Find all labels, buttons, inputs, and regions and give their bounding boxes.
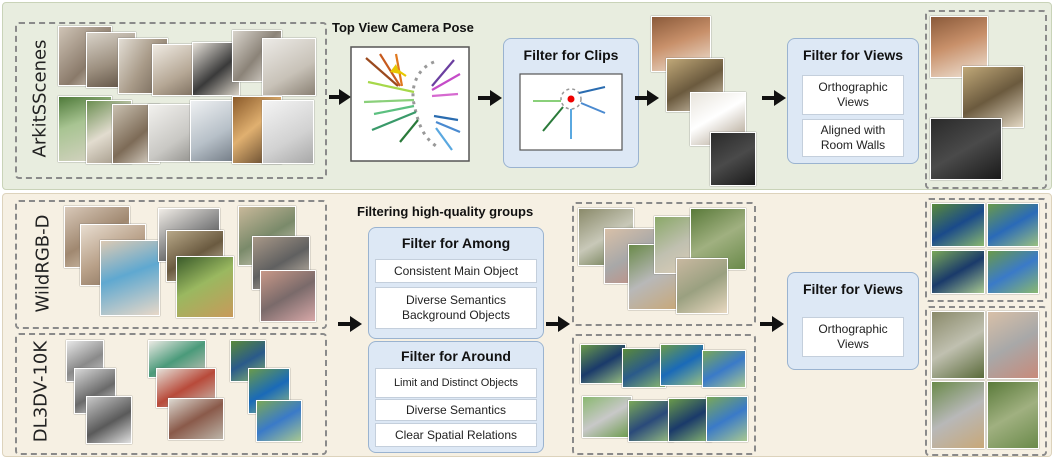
- option-diverse-semantics-background: Diverse Semantics Background Objects: [375, 287, 537, 329]
- arrow-icon: [762, 90, 786, 106]
- option-orthographic-views-bottom: Orthographic Views: [802, 317, 904, 357]
- filter-around-box: Filter for Around Limit and Distinct Obj…: [368, 341, 544, 453]
- arrow-icon: [338, 316, 362, 332]
- arrow-icon: [546, 316, 570, 332]
- option-aligned-room-walls: Aligned with Room Walls: [802, 119, 904, 157]
- option-consistent-main-object: Consistent Main Object: [375, 259, 537, 283]
- arrow-icon: [478, 90, 502, 106]
- wildrgbd-dataset-label: WildRGB-D: [32, 214, 54, 313]
- clip-filter-diagram: [519, 73, 623, 151]
- top-output-box: [925, 10, 1047, 189]
- camera-pose-diagram: [350, 46, 470, 162]
- arrow-icon: [760, 316, 784, 332]
- bottom-output-box-2: [925, 306, 1047, 456]
- option-diverse-semantics: Diverse Semantics: [375, 399, 537, 421]
- arrow-icon: [329, 89, 351, 105]
- filter-views-title-top: Filter for Views: [802, 47, 904, 63]
- filter-clips-box: Filter for Clips: [503, 38, 639, 168]
- filter-around-title: Filter for Around: [401, 348, 511, 364]
- filter-among-box: Filter for Among Consistent Main Object …: [368, 227, 544, 339]
- dl3dv-dataset-box: [15, 333, 327, 455]
- among-group-box: [572, 202, 756, 326]
- option-limit-distinct-objects: Limit and Distinct Objects: [375, 368, 537, 398]
- option-orthographic-views-top: Orthographic Views: [802, 75, 904, 115]
- wildrgbd-dataset-box: [15, 200, 327, 329]
- filter-views-box-top: Filter for Views Orthographic Views Alig…: [787, 38, 919, 164]
- arrow-icon: [635, 90, 659, 106]
- filter-views-title-bottom: Filter for Views: [802, 281, 904, 297]
- camera-pose-title: Top View Camera Pose: [332, 20, 474, 35]
- option-clear-spatial-relations: Clear Spatial Relations: [375, 423, 537, 447]
- filter-clips-title: Filter for Clips: [523, 47, 619, 63]
- bottom-output-box-1: [925, 198, 1047, 302]
- around-group-box: [572, 334, 756, 455]
- arkit-dataset-box: [15, 22, 327, 179]
- filter-among-title: Filter for Among: [401, 235, 511, 251]
- dl3dv-dataset-label: DL3DV-10K: [30, 340, 52, 443]
- filter-views-box-bottom: Filter for Views Orthographic Views: [787, 272, 919, 370]
- arkit-dataset-label: ArkitSScenes: [29, 39, 51, 158]
- group-filter-title: Filtering high-quality groups: [357, 204, 534, 219]
